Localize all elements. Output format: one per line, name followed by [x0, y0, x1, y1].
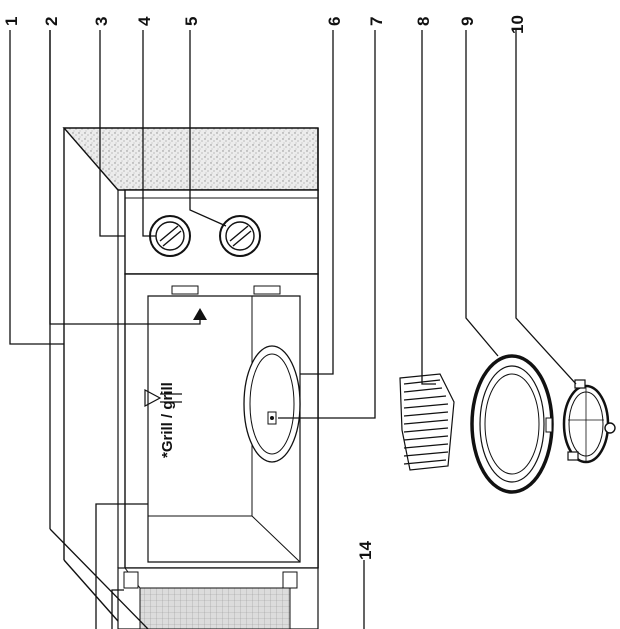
callout-10: 10 — [508, 15, 527, 34]
callout-4: 4 — [135, 16, 154, 26]
callout-8: 8 — [414, 17, 433, 26]
door-latch-slot — [172, 286, 198, 294]
callout-9: 9 — [458, 17, 477, 26]
turntable-drive — [244, 346, 300, 462]
callout-1: 1 — [2, 17, 21, 26]
power-knob — [220, 216, 260, 256]
callout-6: 6 — [325, 17, 344, 26]
callout-7: 7 — [367, 17, 386, 26]
callout-2: 2 — [42, 17, 61, 26]
callout-14: 14 — [356, 541, 375, 560]
door-latch-slot — [254, 286, 280, 294]
glass-turntable — [472, 356, 552, 492]
door-window — [140, 588, 290, 629]
callout-5: 5 — [182, 17, 201, 26]
roller-ring — [564, 380, 615, 462]
housing-top-face — [64, 128, 318, 190]
callout-3: 3 — [92, 17, 111, 26]
grill-rack — [400, 374, 454, 470]
